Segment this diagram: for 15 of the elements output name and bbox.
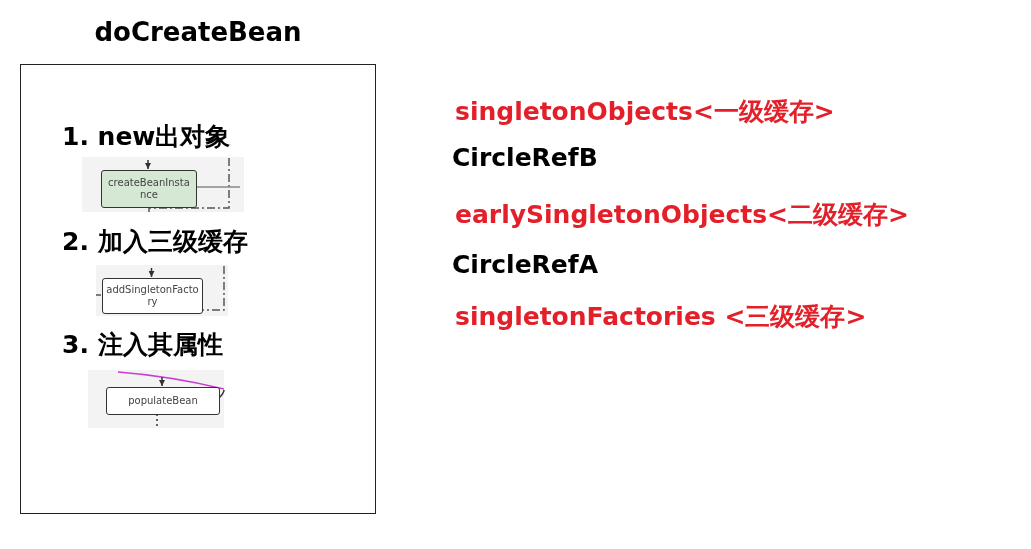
step-label: 3. 注入其属性 (62, 329, 223, 361)
arrow (159, 376, 165, 387)
cache-label: earlySingletonObjects<二级缓存> (455, 199, 909, 231)
method-box: addSingletonFactory (102, 278, 203, 314)
cache-label: CircleRefB (452, 143, 598, 172)
method-box: populateBean (106, 387, 220, 415)
method-box: createBeanInstance (101, 170, 197, 208)
arrow (148, 267, 155, 278)
step-label: 1. new出对象 (62, 121, 231, 153)
cache-label: singletonObjects<一级缓存> (455, 96, 835, 128)
arrow (145, 159, 151, 170)
frame-heading: doCreateBean (93, 17, 303, 47)
cache-label: CircleRefA (452, 250, 599, 279)
cache-label: singletonFactories <三级缓存> (455, 301, 867, 333)
step-label: 2. 加入三级缓存 (62, 226, 248, 258)
